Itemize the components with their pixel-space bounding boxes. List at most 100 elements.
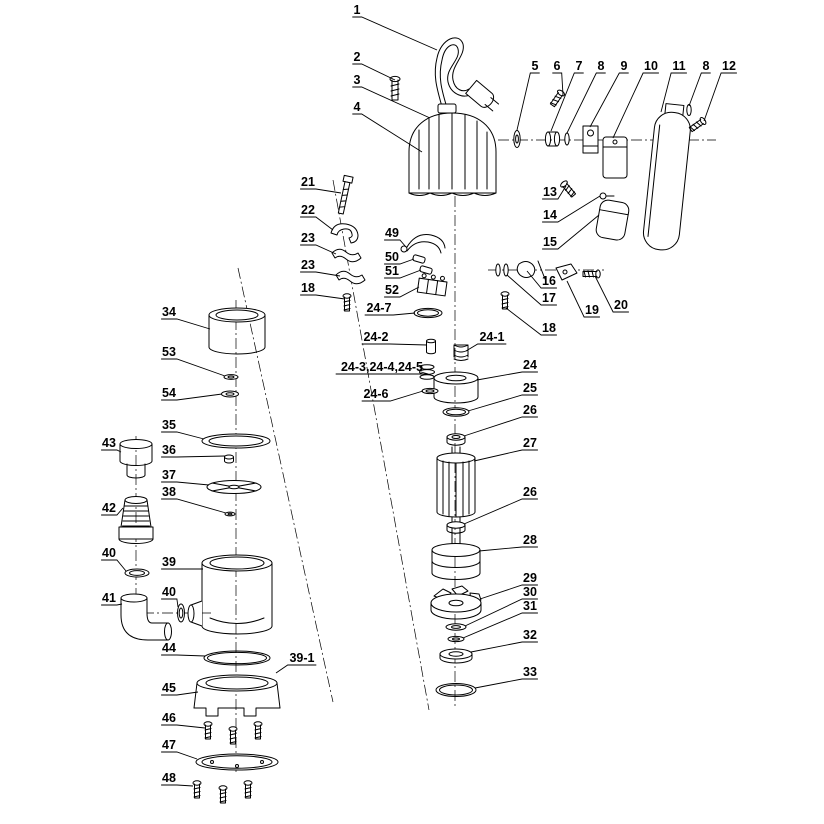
diagonal-axis-2 <box>332 179 430 711</box>
part-sleeve-51 <box>419 265 433 275</box>
part-seal-seat-24 <box>433 371 479 404</box>
part-hose-coupling-43 <box>119 439 153 479</box>
part-screw-2 <box>389 75 401 101</box>
diagonal-axis-1 <box>237 267 334 703</box>
part-nut-36 <box>224 454 234 464</box>
callout-49-26: 49 <box>385 226 399 240</box>
callout-39-57: 39 <box>162 555 176 569</box>
callout-leader-16-16 <box>526 270 557 289</box>
callout-leader-43-53 <box>101 449 122 453</box>
callout-24-6-34: 24-6 <box>363 387 388 401</box>
callout-leader-6-5 <box>552 72 564 96</box>
callout-38-52: 38 <box>162 485 176 499</box>
callout-leader-10-9 <box>612 72 659 139</box>
callout-leader-24-7-30 <box>364 312 416 316</box>
callout-leader-48-64 <box>161 784 194 787</box>
callout-leader-17-17 <box>506 274 557 306</box>
part-washer-5 <box>513 130 521 148</box>
part-clamp-23b <box>335 270 366 285</box>
callout-24-2-31: 24-2 <box>363 330 388 344</box>
callout-28-40: 28 <box>523 533 537 547</box>
part-washer-40b <box>177 603 185 623</box>
callout-leader-40-58 <box>161 598 179 608</box>
part-capacitor-15 <box>595 199 630 241</box>
callout-42-54: 42 <box>102 501 116 515</box>
callout-31-43: 31 <box>523 599 537 613</box>
callout-leader-37-51 <box>161 481 210 486</box>
callout-leader-46-62 <box>161 724 206 729</box>
callout-2-1: 2 <box>354 50 361 64</box>
callout-4-3: 4 <box>354 100 361 114</box>
callout-leader-50-27 <box>384 258 415 265</box>
part-sleeve-50 <box>412 254 426 264</box>
part-seal-rings-24-345 <box>419 364 435 380</box>
callout-34-46: 34 <box>162 305 176 319</box>
callout-leader-26-37 <box>463 416 538 437</box>
part-washer-54 <box>221 390 239 398</box>
callout-5-4: 5 <box>532 59 539 73</box>
part-elbow-41 <box>120 593 172 641</box>
callout-leader-28-40 <box>478 546 538 552</box>
callout-leader-3-2 <box>352 86 431 119</box>
part-pump-housing-39 <box>187 554 273 635</box>
part-seal-plate-32 <box>439 648 473 664</box>
callout-41-56: 41 <box>102 591 116 605</box>
part-seal-housing-28 <box>431 543 481 580</box>
callout-leader-24-35 <box>476 371 538 381</box>
callout-24-35: 24 <box>523 358 537 372</box>
callout-leader-34-46 <box>161 318 211 330</box>
part-float-clip-22 <box>330 223 359 244</box>
callout-39-1-60: 39-1 <box>289 651 314 665</box>
callout-48-64: 48 <box>162 771 176 785</box>
callout-leader-8-7 <box>566 72 606 134</box>
callout-leader-13-13 <box>542 185 567 200</box>
callout-leader-38-52 <box>161 498 227 514</box>
part-washer-53 <box>223 374 239 380</box>
part-screw-46b <box>228 726 238 745</box>
part-drawings <box>118 37 708 804</box>
callout-leader-24-1-32 <box>465 343 507 352</box>
part-oring-44 <box>203 650 271 666</box>
callout-25-36: 25 <box>523 381 537 395</box>
callout-10-9: 10 <box>644 59 658 73</box>
callout-leader-52-29 <box>384 286 420 298</box>
part-washer-38 <box>224 511 236 517</box>
callout-leader-41-56 <box>101 603 123 606</box>
callout-26-37: 26 <box>523 403 537 417</box>
callout-23-23: 23 <box>301 231 315 245</box>
part-washer-31 <box>447 635 465 643</box>
part-oring-33 <box>435 683 477 697</box>
part-oring-24-7 <box>413 307 443 319</box>
part-base-strainer-45 <box>193 674 281 717</box>
callout-54-48: 54 <box>162 386 176 400</box>
callout-1-0: 1 <box>354 3 361 17</box>
part-plate-37 <box>206 480 262 494</box>
callout-19-18: 19 <box>585 303 599 317</box>
part-washer-24-6 <box>421 387 439 395</box>
callout-leader-18-25 <box>300 294 346 300</box>
part-impeller-29 <box>430 585 482 620</box>
part-plate-35 <box>201 433 271 449</box>
part-screw-48b <box>218 785 228 804</box>
callout-leader-53-47 <box>161 358 226 377</box>
callout-leader-30-42 <box>464 598 538 627</box>
callout-30-42: 30 <box>523 585 537 599</box>
part-clamp-plate-19 <box>555 263 578 281</box>
callout-6-5: 6 <box>554 59 561 73</box>
part-cup-34 <box>208 307 266 355</box>
callout-leader-44-59 <box>161 654 206 657</box>
callout-14-14: 14 <box>543 208 557 222</box>
callout-53-47: 53 <box>162 345 176 359</box>
callout-leader-12-12 <box>703 72 737 122</box>
callout-leader-36-50 <box>161 455 226 458</box>
callout-32-44: 32 <box>523 628 537 642</box>
part-screw-48c <box>243 780 253 799</box>
callout-leader-33-45 <box>474 678 538 689</box>
callout-leader-54-48 <box>161 393 223 401</box>
callout-leader-39-1-60 <box>275 664 317 674</box>
callout-40-58: 40 <box>162 585 176 599</box>
callout-24-7-30: 24-7 <box>366 301 391 315</box>
part-clamp-23a <box>331 248 362 263</box>
part-switch-box-10 <box>602 136 628 179</box>
